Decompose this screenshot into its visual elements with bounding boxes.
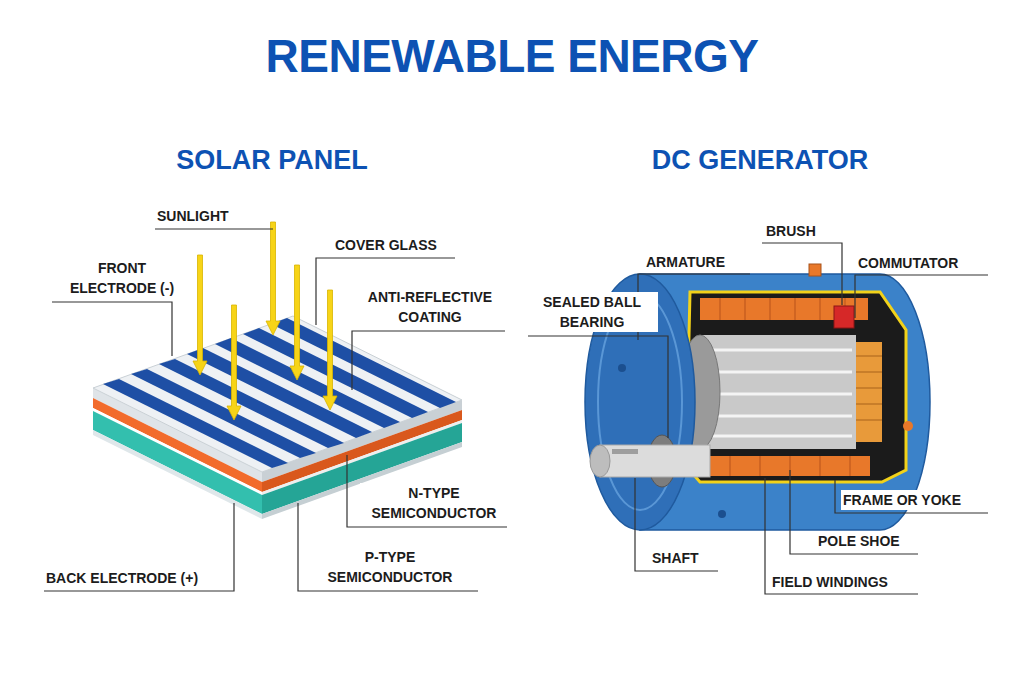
screw [718, 510, 726, 518]
leader-line [52, 302, 172, 356]
part-label: SUNLIGHT [155, 206, 247, 226]
leader-line [352, 331, 505, 390]
winding-line [730, 456, 731, 476]
screw [618, 364, 626, 372]
leader-line [347, 455, 507, 527]
commutator-bar [856, 420, 882, 421]
section-heading: DC GENERATOR [630, 143, 890, 177]
leader-line [528, 336, 668, 438]
leader-line [762, 243, 842, 305]
armature-slot [705, 349, 852, 352]
section-heading: SOLAR PANEL [142, 143, 402, 177]
part-label: SHAFT [650, 548, 718, 568]
armature-slot [705, 393, 852, 396]
part-label: ARMATURE [644, 252, 748, 272]
commutator-bar [856, 404, 882, 405]
leader-line [635, 478, 718, 571]
part-label: BACK ELECTRODE (+) [44, 568, 224, 588]
winding-line [795, 298, 796, 320]
cell-stripe [243, 328, 428, 418]
part-label: FIELD WINDINGS [770, 572, 916, 592]
sun-arrow [266, 222, 280, 335]
terminal [903, 421, 913, 431]
leader-line [855, 275, 988, 318]
winding-line [820, 456, 821, 476]
winding-line [720, 298, 721, 320]
shaft-body [600, 445, 710, 477]
sun-arrow [290, 265, 304, 380]
part-label: FRONT ELECTRODE (-) [58, 258, 186, 298]
field-winding [706, 456, 870, 476]
part-label: SEALED BALL BEARING [526, 292, 658, 332]
winding-line [760, 456, 761, 476]
commutator-bar [856, 388, 882, 389]
shaft-key [612, 449, 638, 454]
leader-line [835, 480, 988, 513]
brush-block [834, 306, 854, 328]
leader-lines [44, 229, 988, 594]
terminal [809, 264, 821, 276]
armature-slot [705, 371, 852, 374]
sun-arrow [227, 305, 241, 420]
leader-line [155, 228, 273, 229]
armature-slots [705, 350, 852, 436]
sun-arrow [323, 290, 337, 410]
winding-line [770, 298, 771, 320]
cell-stripes [103, 318, 456, 468]
cell-stripe [215, 338, 400, 428]
part-label: ANTI-REFLECTIVE COATING [354, 287, 506, 327]
commutator-bar [856, 372, 882, 373]
winding-line [820, 298, 821, 320]
part-label: FRAME OR YOKE [841, 490, 989, 510]
commutator-bar [856, 356, 882, 357]
cell-stripe [131, 369, 316, 458]
armature-core [700, 335, 856, 449]
diagram-title: RENEWABLE ENERGY [0, 28, 1024, 84]
sun-arrow [193, 255, 207, 375]
part-label: P-TYPE SEMICONDUCTOR [316, 547, 464, 587]
part-label: N-TYPE SEMICONDUCTOR [360, 483, 508, 523]
part-label: COMMUTATOR [856, 253, 986, 273]
cell-stripe [187, 348, 372, 438]
part-label: POLE SHOE [816, 531, 920, 551]
part-label: COVER GLASS [333, 235, 455, 255]
commutator-bars [856, 356, 882, 420]
winding-line [850, 456, 851, 476]
winding-line [745, 298, 746, 320]
shaft-end [590, 445, 610, 477]
cell-stripe [103, 379, 288, 468]
armature-slot [705, 435, 852, 438]
armature-slot [705, 415, 852, 418]
panel-top [93, 316, 462, 472]
leader-line [44, 503, 234, 591]
commutator-drum [856, 342, 882, 442]
part-label: BRUSH [764, 221, 836, 241]
